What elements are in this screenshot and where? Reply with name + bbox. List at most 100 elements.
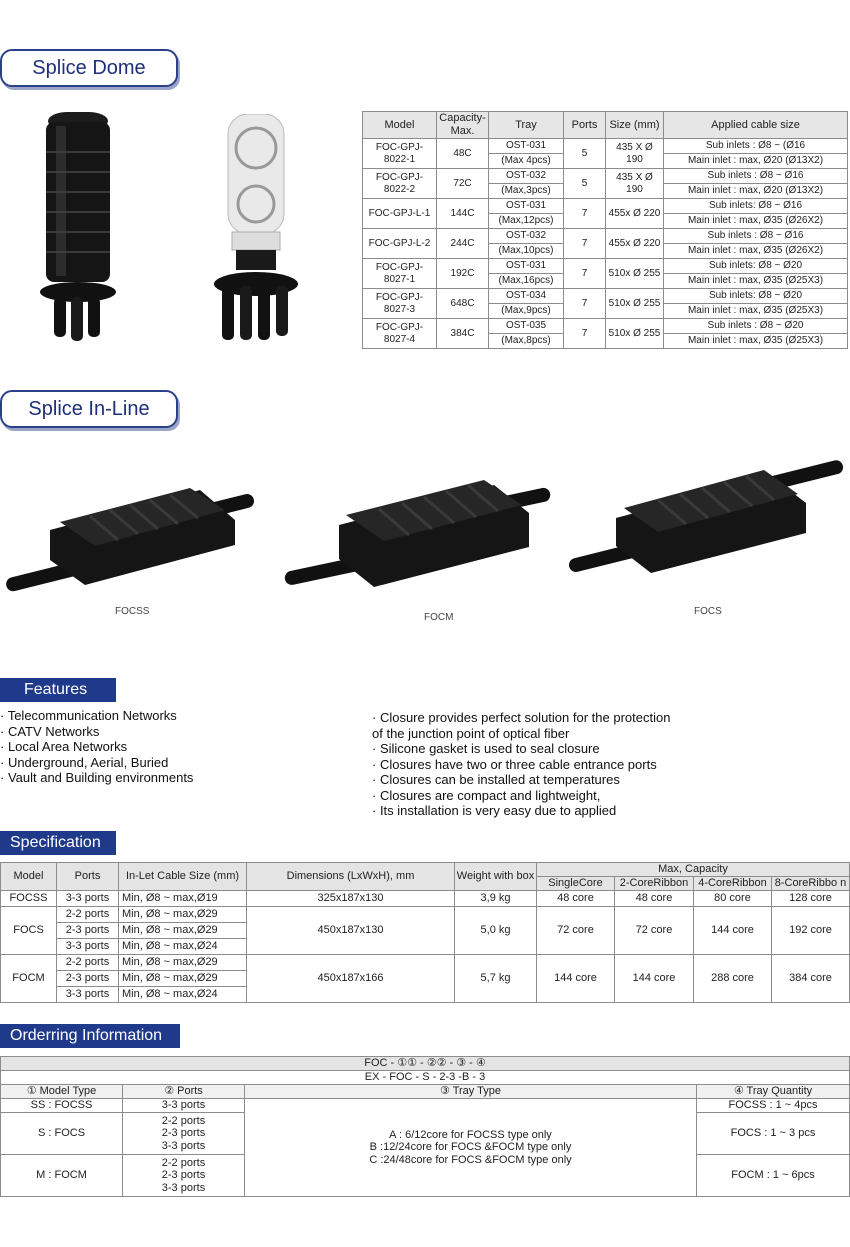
cell: 3-3 ports xyxy=(56,890,119,907)
dome-cable-sub: Sub inlets: Ø8 ~ Ø20 xyxy=(663,258,848,274)
spec-h-model: Model xyxy=(0,862,57,891)
caption-focss: FOCSS xyxy=(115,606,150,617)
dome-tray: OST-035 xyxy=(488,318,564,334)
cell: Min, Ø8 ~ max,Ø24 xyxy=(118,938,247,955)
features-list-left: · Telecommunication Networks· CATV Netwo… xyxy=(0,708,193,786)
dome-cable-main: Main inlet : max, Ø35 (Ø25X3) xyxy=(663,303,848,319)
order-h-tray-type: ③ Tray Type xyxy=(244,1084,697,1099)
focm-closure-image xyxy=(284,480,551,587)
tray-type-b: B :12/24core for FOCS &FOCM type only xyxy=(369,1141,572,1154)
dome-capacity: 648C xyxy=(436,288,489,319)
dome-size: 435 X Ø 190 xyxy=(605,138,664,169)
cell: 80 core xyxy=(693,890,772,907)
spec-row-focm: 3-3 ports Min, Ø8 ~ max,Ø24 xyxy=(1,986,850,1003)
dome-model: FOC-GPJ-L-2 xyxy=(362,228,437,259)
order-model-m: M : FOCM xyxy=(0,1154,123,1197)
col-model: Model xyxy=(362,111,437,139)
cell: 48 core xyxy=(614,890,694,907)
order-qty-s: FOCS : 1 ~ 3 pcs xyxy=(696,1112,850,1155)
order-h-tray-quantity: ④ Tray Quantity xyxy=(696,1084,850,1099)
dome-capacity: 244C xyxy=(436,228,489,259)
dome-size: 510x Ø 255 xyxy=(605,318,664,349)
dome-ports: 7 xyxy=(563,198,606,229)
dome-cable-main: Main inlet : max, Ø20 (Ø13X2) xyxy=(663,183,848,199)
dome-ports: 7 xyxy=(563,318,606,349)
dome-size: 455x Ø 220 xyxy=(605,198,664,229)
tray-type-a: A : 6/12core for FOCSS type only xyxy=(389,1129,552,1142)
cell: Min, Ø8 ~ max,Ø19 xyxy=(118,890,247,907)
splice-dome-open-image xyxy=(214,114,298,340)
dome-cable-sub: Sub inlets : Ø8 ~ (Ø16 xyxy=(663,138,848,154)
feature-item: · Local Area Networks xyxy=(0,739,128,754)
cell: 3-3 ports xyxy=(56,986,119,1003)
ordering-title: Orderring Information xyxy=(0,1024,180,1048)
dome-ports: 5 xyxy=(563,138,606,169)
spec-h-weight: Weight with box xyxy=(454,862,537,891)
focs-closure-image xyxy=(568,460,844,573)
order-tray-types: A : 6/12core for FOCSS type only B :12/2… xyxy=(244,1098,697,1197)
dome-size: 435 X Ø 190 xyxy=(605,168,664,199)
dome-size: 510x Ø 255 xyxy=(605,288,664,319)
ports-line: 3-3 ports xyxy=(161,1181,206,1194)
cell: 3,9 kg xyxy=(454,890,537,907)
spec-row-focss: FOCSS 3-3 ports Min, Ø8 ~ max,Ø19 325x18… xyxy=(0,890,850,907)
dome-ports: 7 xyxy=(563,258,606,289)
col-size: Size (mm) xyxy=(605,111,664,139)
spec-h-dimensions: Dimensions (LxWxH), mm xyxy=(246,862,455,891)
dome-ports: 7 xyxy=(563,228,606,259)
dome-row: (Max 4pcs)Main inlet : max, Ø20 (Ø13X2) xyxy=(363,153,848,169)
cell: FOCS xyxy=(0,906,57,955)
dome-tray: OST-032 xyxy=(488,228,564,244)
col-cable: Applied cable size xyxy=(663,111,848,139)
ports-line: 2-2 ports xyxy=(161,1157,206,1170)
cell: 2-2 ports xyxy=(56,954,119,971)
splice-inline-title: Splice In-Line xyxy=(0,390,178,428)
order-h-model-type: ① Model Type xyxy=(0,1084,123,1099)
order-ports-s: 2-2 ports 2-3 ports 3-3 ports xyxy=(122,1112,245,1155)
order-ports-m: 2-2 ports 2-3 ports 3-3 ports xyxy=(122,1154,245,1197)
cell: 72 core xyxy=(536,906,615,955)
dome-tray-max: (Max,8pcs) xyxy=(488,333,564,349)
dome-cable-main: Main inlet : max, Ø35 (Ø25X3) xyxy=(663,273,848,289)
dome-cable-main: Main inlet : max, Ø35 (Ø26X2) xyxy=(663,213,848,229)
cell: 2-2 ports xyxy=(56,906,119,923)
dome-model: FOC-GPJ-8027-4 xyxy=(362,318,437,349)
dome-tray-max: (Max,10pcs) xyxy=(488,243,564,259)
order-qty-m: FOCM : 1 ~ 6pcs xyxy=(696,1154,850,1197)
spec-row-focm: 2-3 ports Min, Ø8 ~ max,Ø29 xyxy=(1,970,850,987)
order-model-s: S : FOCS xyxy=(0,1112,123,1155)
dome-tray: OST-031 xyxy=(488,258,564,274)
dome-tray-max: (Max,12pcs) xyxy=(488,213,564,229)
dome-capacity: 144C xyxy=(436,198,489,229)
dome-tray: OST-031 xyxy=(488,138,564,154)
features-list-right: · Closure provides perfect solution for … xyxy=(372,710,670,819)
feature-item: · Closures are compact and lightweight, xyxy=(372,787,601,803)
spec-h-8-coreribbon: 8-CoreRibbo n xyxy=(771,876,850,891)
splice-dome-closed-image xyxy=(40,112,116,341)
cell: 5,7 kg xyxy=(454,954,537,1003)
dome-cable-main: Main inlet : max, Ø20 (Ø13X2) xyxy=(663,153,848,169)
feature-item: · Telecommunication Networks xyxy=(0,708,177,723)
cell: 48 core xyxy=(536,890,615,907)
ordering-table: FOC - ①① - ②② - ③ - ④ EX - FOC - S - 2-3… xyxy=(0,1056,850,1197)
cell: 325x187x130 xyxy=(246,890,455,907)
cell: Min, Ø8 ~ max,Ø29 xyxy=(118,906,247,923)
cell: FOCM xyxy=(0,954,57,1003)
dome-capacity: 384C xyxy=(436,318,489,349)
cell: Min, Ø8 ~ max,Ø24 xyxy=(118,986,247,1003)
feature-item: · Closure provides perfect solution for … xyxy=(372,710,671,725)
cell: 144 core xyxy=(614,954,694,1003)
spec-h-ports: Ports xyxy=(56,862,119,891)
specification-title: Specification xyxy=(0,831,116,855)
dome-ports: 7 xyxy=(563,288,606,319)
dome-capacity: 72C xyxy=(436,168,489,199)
spec-row-focm: FOCM 2-2 ports Min, Ø8 ~ max,Ø29 450x187… xyxy=(0,954,850,1003)
dome-cable-sub: Sub inlets : Ø8 ~ Ø16 xyxy=(663,168,848,184)
